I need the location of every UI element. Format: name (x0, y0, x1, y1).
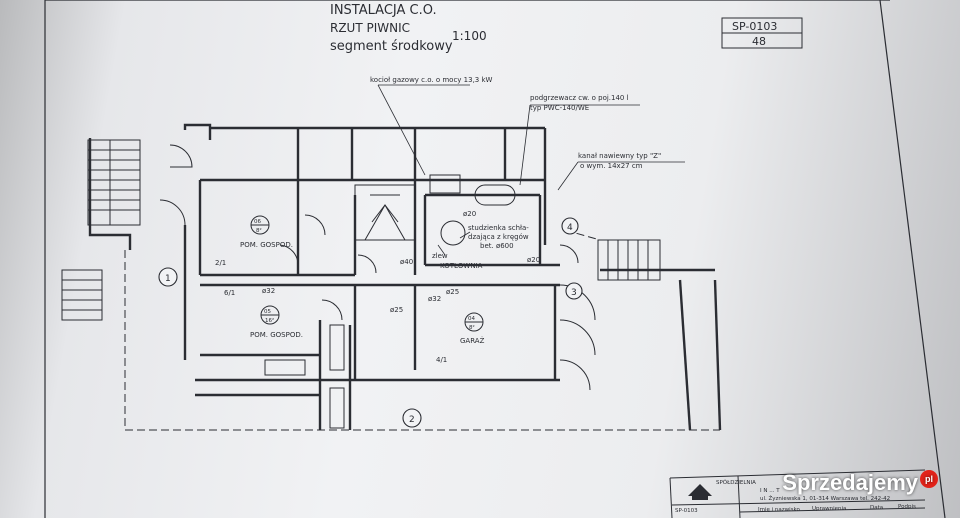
pipe-label-4: ø32 (262, 287, 275, 295)
axis-label-2: 2 (409, 415, 415, 425)
studzienka-circle (440, 220, 466, 246)
pipe-label-2: ø40 (400, 258, 413, 266)
title-line1: INSTALACJA C.O. (330, 3, 437, 18)
watermark-badge: pl (920, 470, 938, 488)
studzienka-label-3: bet. ø600 (480, 242, 514, 250)
room-04-area: 8² (469, 324, 475, 331)
outer-stairs (61, 269, 103, 321)
room-06-number: 06 (254, 219, 261, 225)
riser-label-2: 6/1 (224, 289, 235, 297)
company-address: ul. Żyzniewska 1, 01-314 Warszawa tel. 2… (760, 495, 890, 502)
axis-markers (158, 217, 583, 428)
sheet-number: 48 (752, 35, 766, 48)
title-line3: segment środkowy (330, 39, 453, 54)
studzienka-label-2: dzająca z kręgów (468, 233, 529, 241)
sheet-code: SP-0103 (732, 20, 777, 33)
room-04-number: 04 (468, 316, 475, 322)
room-05-name: POM. GOSPOD. (250, 331, 303, 339)
room-04-name: GARAŻ (460, 336, 485, 345)
company-name: SPÓŁDZIELNIA (716, 479, 756, 486)
kociol-label: kocioł gazowy c.o. o mocy 13,3 kW (370, 76, 493, 84)
pipe-label-6: ø32 (428, 295, 441, 303)
zlew-label: zlew (432, 252, 448, 260)
axis-label-4: 4 (567, 223, 573, 233)
axis-marker-4 (561, 217, 579, 235)
sheet-right-border (879, 0, 946, 518)
axis-marker-3 (565, 282, 583, 300)
room-06-area: 8² (256, 227, 262, 234)
kanal-label-2: o wym. 14x27 cm (580, 162, 643, 170)
right-stairs (597, 239, 661, 281)
company-logo (688, 484, 712, 500)
spiral-stair (354, 184, 416, 241)
kotlownia-label: KOTŁOWNIA (440, 262, 483, 270)
title-block-code: SP-0103 (675, 508, 698, 514)
riser-label-3: 4/1 (436, 356, 447, 364)
pipe-label-1: ø20 (463, 210, 476, 218)
walls (88, 123, 722, 431)
kanal-label-1: kanał nawiewny typ "Z" (578, 152, 661, 160)
boiler-equipment (264, 174, 516, 429)
room-05-number: 05 (264, 309, 271, 315)
pipe-label-7: ø25 (446, 288, 459, 296)
title-block (669, 469, 926, 518)
doors (159, 144, 596, 391)
watermark-text: Sprzedajemy (782, 470, 918, 495)
axis-marker-2 (402, 408, 422, 428)
title-scale: 1:100 (452, 29, 487, 43)
room-markers (250, 215, 484, 332)
left-stairs (87, 139, 141, 226)
room-06-name: POM. GOSPOD. (240, 241, 293, 249)
title-line2: RZUT PIWNIC (330, 21, 410, 35)
col-uprawnienia: Uprawnienia (812, 506, 846, 512)
col-data: Data (870, 505, 883, 511)
axis-label-1: 1 (165, 274, 171, 284)
leader-lines (377, 84, 685, 256)
podgrzewacz-label-2: typ PWC-140/WE (530, 104, 589, 112)
room-05-area: 16² (265, 317, 274, 324)
axis-label-3: 3 (571, 288, 577, 298)
col-podpis: Podpis (898, 504, 916, 510)
company-name-2: I N ... T (760, 488, 780, 494)
pipe-label-5: ø25 (390, 306, 403, 314)
axis-marker-1 (158, 267, 178, 287)
col-name: Imię i nazwisko (758, 507, 801, 513)
podgrzewacz-label-1: podgrzewacz cw. o poj.140 l (530, 94, 629, 102)
studzienka-label-1: studzienka schła- (468, 224, 529, 232)
pipe-label-3: ø20 (527, 256, 540, 264)
riser-label-1: 2/1 (215, 259, 226, 267)
